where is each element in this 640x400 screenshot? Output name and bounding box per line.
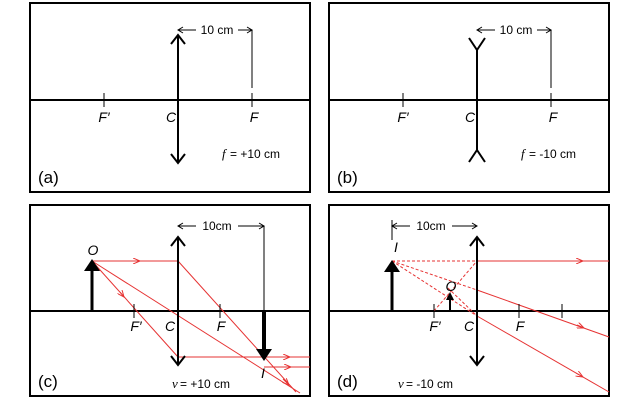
image-distance-variable: v — [398, 376, 404, 391]
focal-ray-in — [91, 260, 179, 358]
focal-length-value: = +10 cm — [230, 147, 280, 161]
dim-left-arrow-icon — [177, 222, 184, 230]
lens-bottom-fork-icon — [468, 148, 486, 163]
dim-right-arrow-icon — [471, 222, 478, 230]
image-distance-value: = -10 cm — [406, 377, 453, 391]
focal-length-value: = -10 cm — [529, 147, 576, 161]
center-label: C — [464, 318, 475, 334]
lens-bottom-arrow-icon — [170, 153, 186, 165]
object-label: O — [88, 242, 99, 258]
fprime-label: F′ — [130, 318, 143, 334]
distance-label: 10cm — [416, 219, 445, 233]
ray-arrow — [283, 379, 289, 385]
panel-c-tag: (c) — [38, 372, 58, 391]
panel-b-tag: (b) — [337, 168, 358, 187]
distance-label: 10 cm — [500, 23, 533, 37]
distance-label: 10cm — [202, 219, 231, 233]
virtual-ray — [433, 260, 478, 312]
image-label: I — [261, 365, 265, 381]
focal-variable: f — [521, 146, 527, 161]
focus-label: F — [516, 318, 526, 334]
image-arrow-head-icon — [256, 349, 272, 361]
fprime-label: F′ — [429, 318, 442, 334]
center-label: C — [465, 109, 476, 125]
distance-label: 10 cm — [201, 23, 234, 37]
panel-d-frame — [328, 204, 610, 397]
lens-bottom-arrow-icon — [170, 355, 186, 367]
ray-arrow — [576, 373, 583, 377]
lens-top-arrow-icon — [469, 235, 485, 247]
panel-c: 10cm O I F′ C F v = +10 cm (c) — [29, 204, 311, 397]
focus-label: F — [250, 109, 260, 125]
virtual-ray — [391, 260, 478, 317]
image-label: I — [394, 239, 398, 255]
lens-top-fork-icon — [468, 37, 486, 52]
focus-label: F — [217, 318, 227, 334]
focus-label: F — [549, 109, 559, 125]
virtual-rays — [391, 260, 478, 317]
virtual-image-arrow-head-icon — [384, 260, 400, 272]
dim-left-arrow-icon — [177, 26, 184, 34]
object-arrow-head-icon — [446, 292, 454, 300]
panel-a-frame — [29, 2, 311, 193]
chief-ray — [91, 260, 301, 394]
object-arrow-head-icon — [84, 259, 100, 271]
ray-arrow — [577, 325, 584, 328]
object-label: O — [446, 278, 457, 294]
panel-b-frame — [328, 2, 610, 193]
light-rays — [91, 260, 310, 394]
panel-a-tag: (a) — [38, 168, 59, 187]
panel-a: 10 cm F′ C F f = +10 cm (a) — [29, 2, 311, 193]
fprime-label: F′ — [98, 109, 111, 125]
refracted-ray — [177, 260, 297, 393]
dim-left-arrow-icon — [476, 26, 483, 34]
lens-bottom-arrow-icon — [469, 355, 485, 367]
panel-d-tag: (d) — [337, 372, 358, 391]
panel-c-frame — [29, 204, 311, 397]
image-distance-value: = +10 cm — [180, 377, 230, 391]
virtual-ray — [447, 287, 478, 317]
lens-top-arrow-icon — [170, 33, 186, 45]
ray-out-middle — [476, 289, 610, 338]
panel-b: 10 cm F′ C F f = -10 cm (b) — [328, 2, 610, 193]
ray-arrow — [120, 292, 124, 297]
center-label: C — [165, 318, 176, 334]
image-distance-variable: v — [172, 376, 178, 391]
light-rays — [476, 261, 610, 393]
ray-out-bottom — [476, 315, 610, 393]
lens-top-arrow-icon — [170, 235, 186, 247]
panel-d: 10cm I O F′ C F v = -10 cm (d) — [328, 204, 610, 397]
fprime-label: F′ — [397, 109, 410, 125]
center-label: C — [166, 109, 177, 125]
focal-variable: f — [222, 146, 228, 161]
